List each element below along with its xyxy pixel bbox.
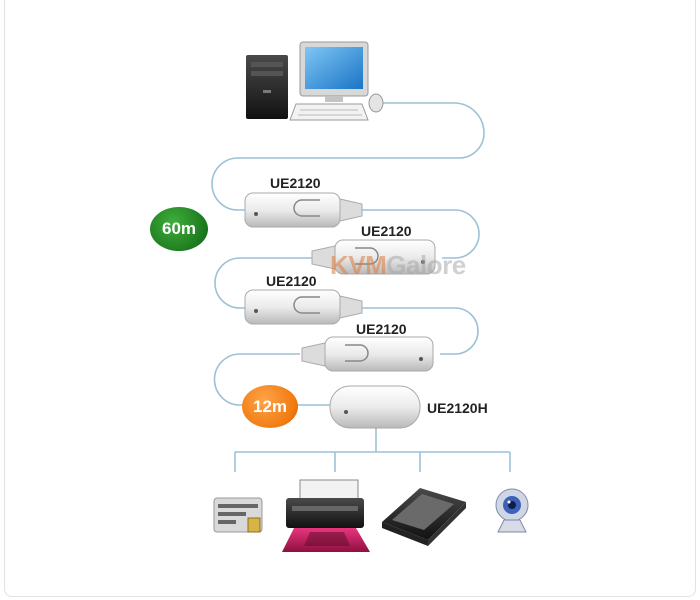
distance-badge-60m: 60m	[150, 207, 208, 251]
extender-4-label: UE2120	[356, 321, 407, 337]
watermark-galore: Galore	[386, 250, 466, 280]
scanner-icon	[382, 488, 466, 546]
watermark-kvm: KVM	[330, 250, 387, 280]
hub-ue2120h	[329, 385, 421, 429]
watermark: KVMGalore	[330, 250, 466, 281]
printer-icon	[282, 479, 370, 552]
cable	[211, 102, 511, 472]
extender-ue2120-3	[244, 289, 363, 325]
webcam-icon	[495, 488, 529, 533]
extender-1-label: UE2120	[270, 175, 321, 191]
extender-2-label: UE2120	[361, 223, 412, 239]
frame	[4, 0, 696, 597]
card-reader-icon	[213, 497, 263, 533]
computer-icon	[246, 41, 384, 121]
extender-ue2120-1	[244, 192, 363, 228]
hub-label: UE2120H	[427, 400, 488, 416]
extender-3-label: UE2120	[266, 273, 317, 289]
extender-ue2120-4	[301, 336, 434, 372]
extender-ue2120-2	[311, 239, 436, 275]
distance-badge-12m: 12m	[242, 385, 298, 428]
